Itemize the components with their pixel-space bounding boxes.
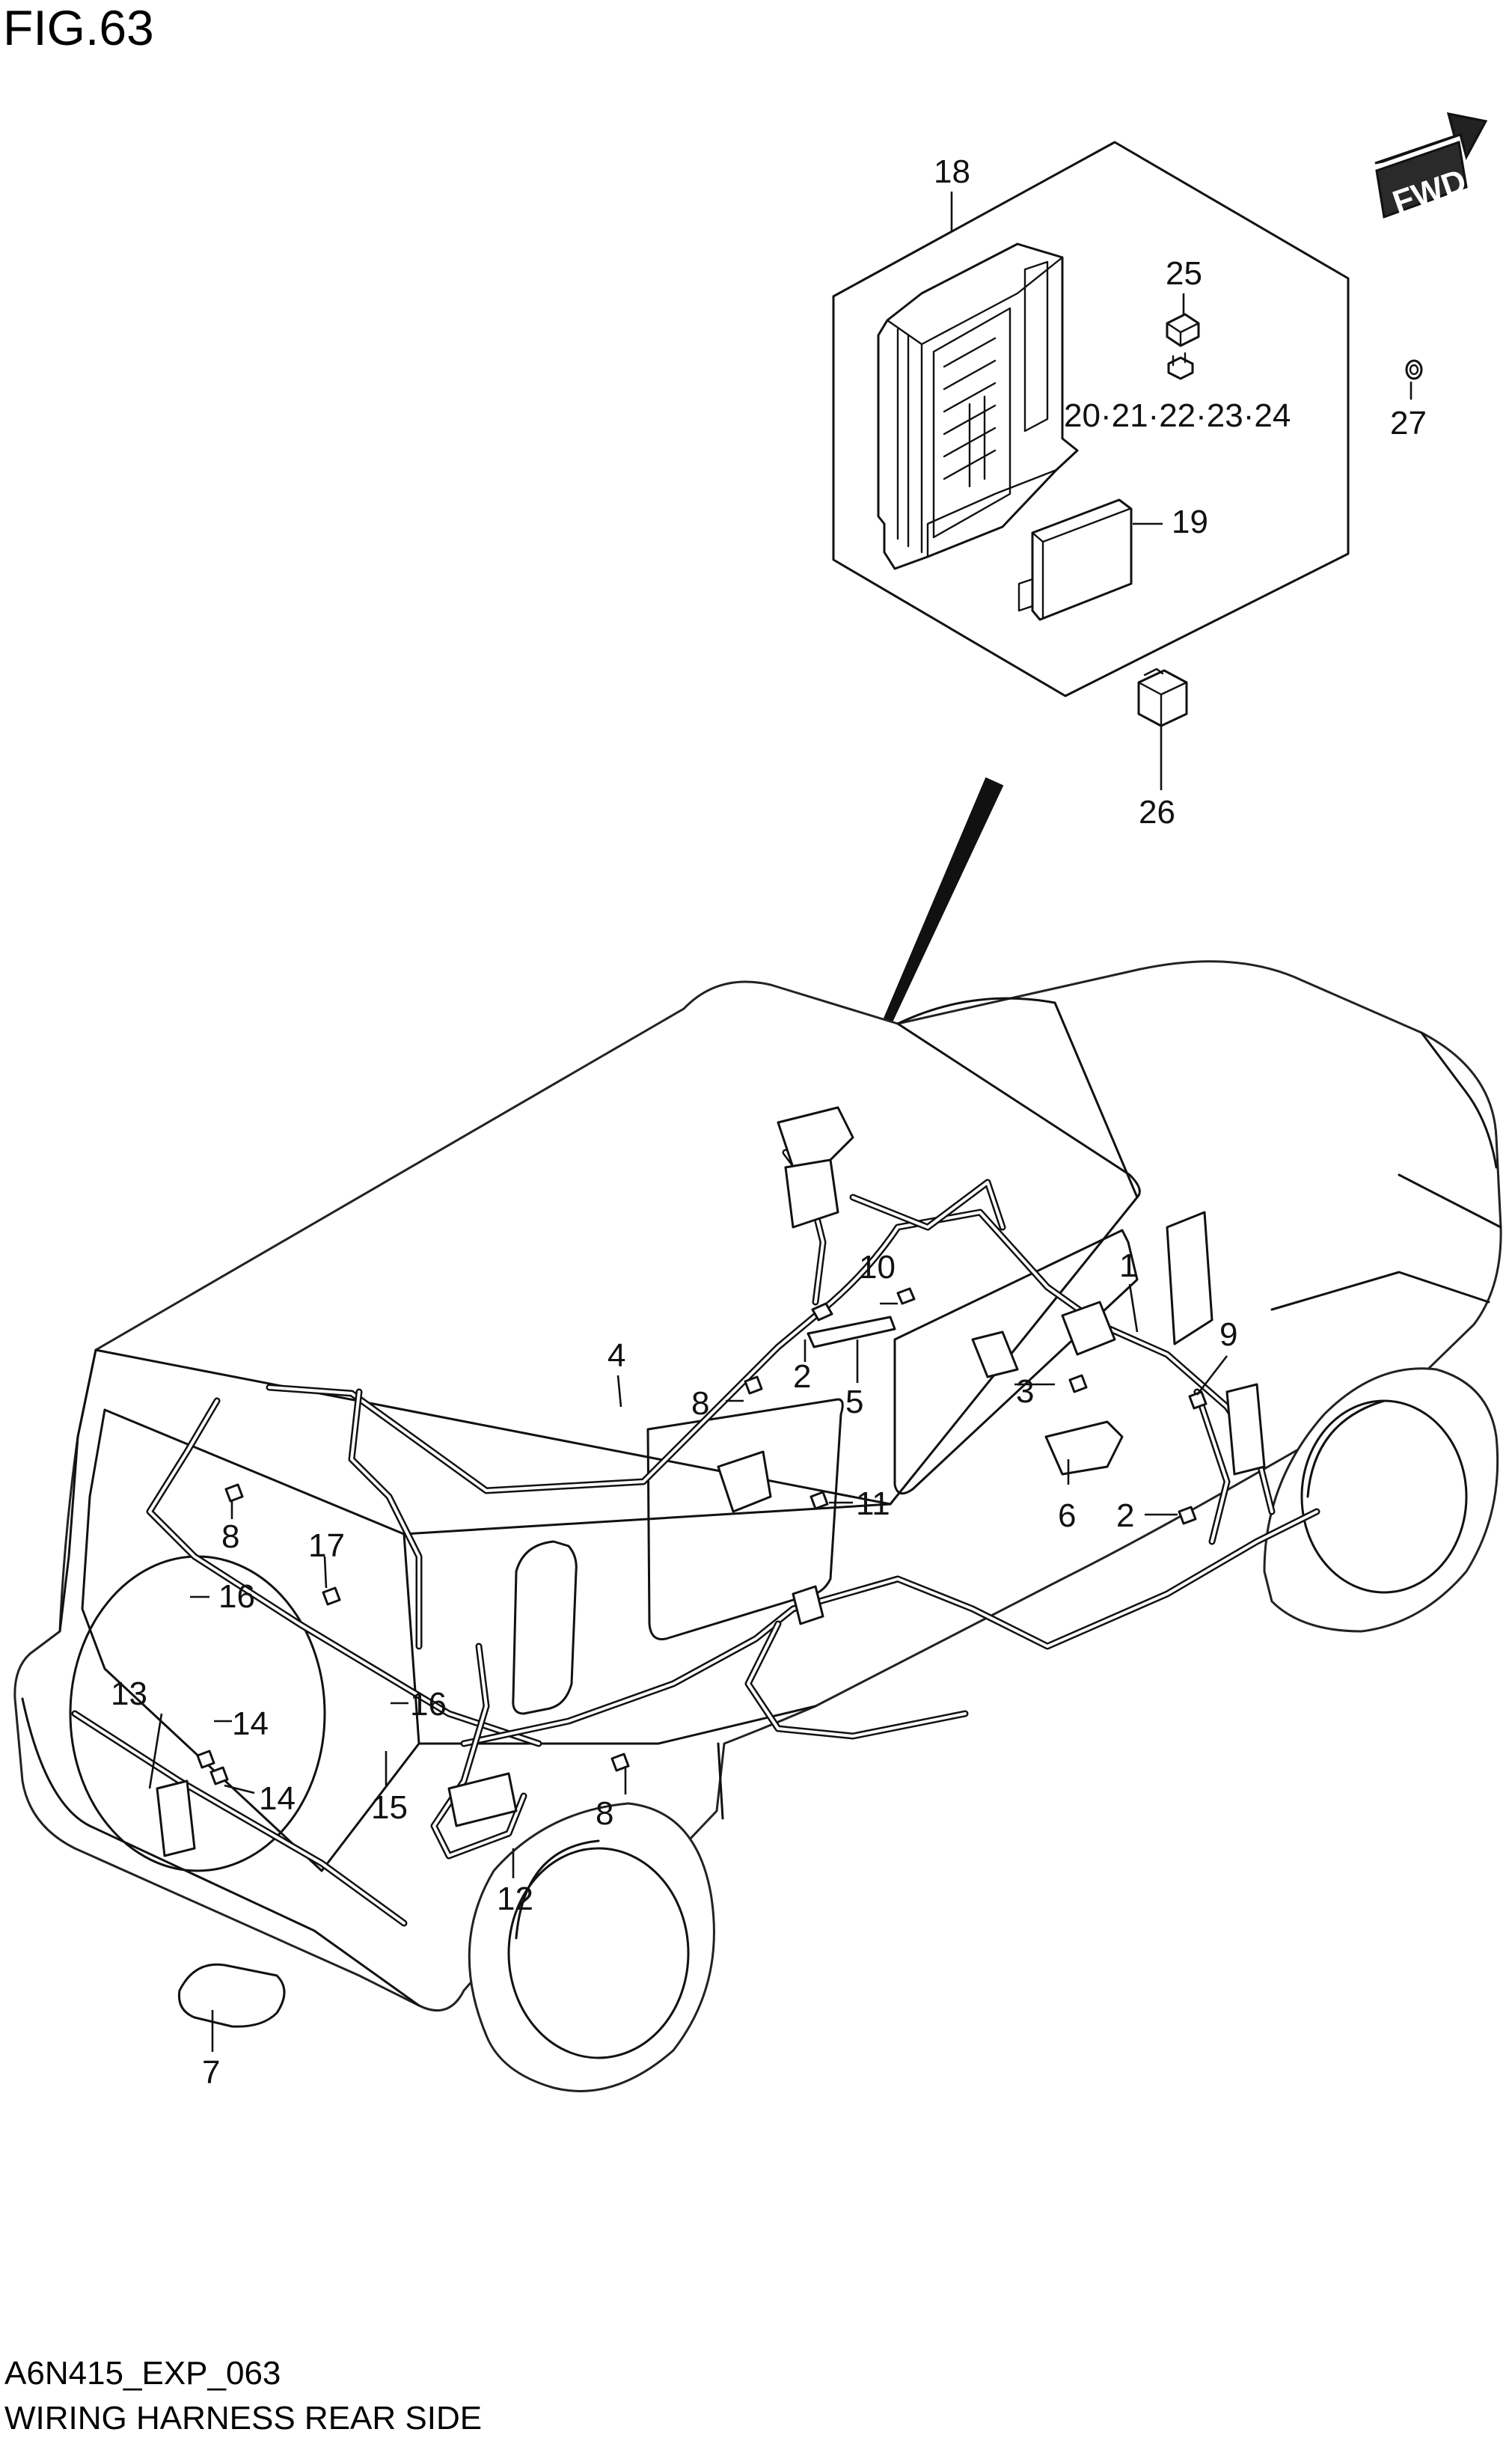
callout-5: 5 — [845, 1384, 863, 1420]
bolt-icon — [322, 1586, 341, 1606]
bolt-icon — [811, 1302, 833, 1322]
harness-connectors — [156, 1106, 1266, 1857]
bolt-icon — [1178, 1506, 1197, 1525]
bolts — [196, 1287, 1208, 1785]
bolt-icon — [209, 1766, 229, 1785]
callout-1: 1 — [1119, 1247, 1137, 1284]
bolt-icon — [224, 1483, 244, 1503]
callout-3: 3 — [1016, 1373, 1034, 1410]
callout-8b: 8 — [221, 1518, 239, 1555]
callout-10: 10 — [859, 1249, 896, 1286]
callout-7: 7 — [202, 2054, 220, 2091]
leader-lines — [148, 192, 1412, 2052]
protector-strip-part — [806, 1316, 896, 1348]
relay-part — [1137, 667, 1188, 727]
diagram-title: WIRING HARNESS REAR SIDE — [4, 2400, 482, 2437]
wiring-harness — [71, 1149, 1320, 1927]
callout-13: 13 — [111, 1675, 147, 1712]
callout-27: 27 — [1390, 405, 1427, 442]
callout-14b: 14 — [259, 1780, 296, 1817]
callout-16b: 16 — [410, 1686, 447, 1723]
callout-25: 25 — [1166, 255, 1202, 292]
callout-15: 15 — [371, 1789, 408, 1826]
callout-17: 17 — [308, 1527, 345, 1564]
callout-11: 11 — [856, 1485, 890, 1522]
junction-block-part — [877, 242, 1079, 570]
detail-frame-hexagon — [832, 141, 1350, 697]
callout-19: 19 — [1172, 504, 1208, 540]
callout-18: 18 — [934, 153, 970, 190]
callout-9: 9 — [1219, 1316, 1237, 1353]
bolt-icon — [196, 1750, 215, 1769]
diagram-code: A6N415_EXP_063 — [4, 2355, 281, 2392]
callout-6: 6 — [1058, 1497, 1076, 1534]
callout-labels: 18 25 20·21·22·23·24 27 19 26 1 10 9 4 2… — [111, 153, 1427, 2091]
callout-8a: 8 — [691, 1385, 709, 1422]
callout-26: 26 — [1139, 794, 1175, 831]
bolt-icon — [610, 1753, 630, 1772]
relay-module-part — [1017, 498, 1133, 621]
callout-2a: 2 — [793, 1358, 811, 1395]
callout-4: 4 — [607, 1337, 625, 1374]
forward-arrow-icon: FWD — [1374, 112, 1488, 222]
callout-16a: 16 — [218, 1578, 255, 1615]
callout-12: 12 — [497, 1881, 533, 1917]
callout-14a: 14 — [232, 1705, 269, 1742]
mini-fuse-part — [1167, 352, 1194, 380]
cover-part — [177, 1963, 286, 2028]
callout-20-24: 20·21·22·23·24 — [1064, 397, 1291, 434]
bolt-icon — [744, 1375, 763, 1395]
pad-part — [1044, 1420, 1124, 1476]
bolt-icon — [809, 1491, 829, 1510]
rear-wheel — [468, 1802, 715, 2092]
front-wheel — [1263, 1367, 1499, 1633]
callout-2b: 2 — [1116, 1497, 1134, 1534]
figure-number: FIG.63 — [3, 0, 154, 55]
bolt-icon — [1068, 1374, 1088, 1393]
callout-8c: 8 — [596, 1795, 613, 1832]
fuse-part — [1166, 313, 1200, 347]
bolt-icon — [896, 1287, 916, 1305]
clip-part — [1405, 359, 1423, 380]
